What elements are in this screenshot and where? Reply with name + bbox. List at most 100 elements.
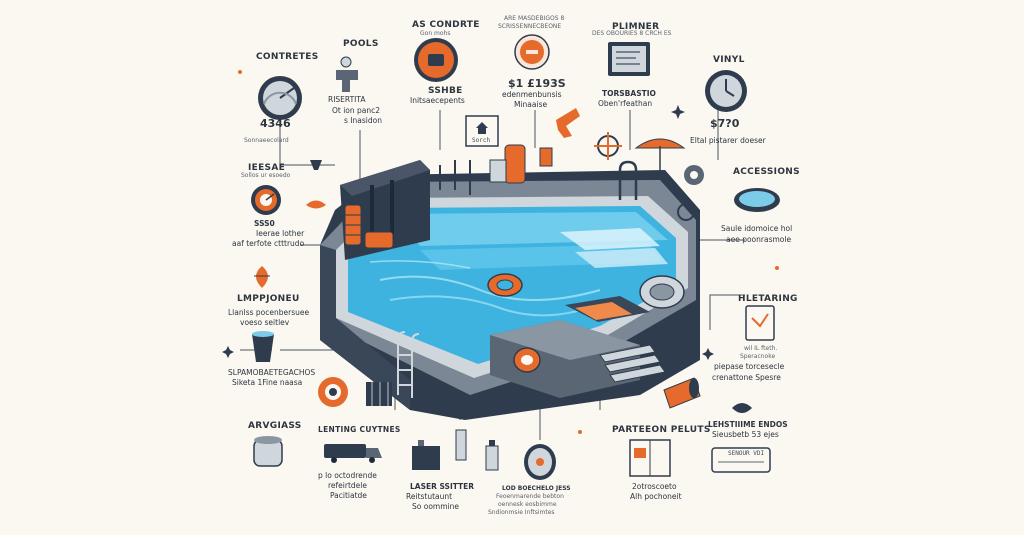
label-iessae-sub: Sollos ur esoedo [241,172,291,179]
label-toresbastio-sub: Oben'rfeathan [598,99,653,108]
gauge-icon [258,76,302,120]
label-pools: POOLS [343,39,379,49]
lamp-icon [310,160,322,170]
label-toresbastio: TORSBASTIO [602,89,656,98]
label-s-contre: AS CONDRTE [412,20,480,30]
label-lehstime-sub: Sieusbetb 53 ejes [712,430,779,439]
label-price-5449: $1 £193S [508,77,566,90]
label-accessions-sub1: Saule idomoice hol [721,224,793,233]
label-price-570-sub: Eltal pistarer doeser [690,136,766,145]
label-laser-sub2: So oommine [412,502,459,511]
dial-icon [514,34,550,70]
gear-icon [594,132,622,160]
label-lenting-sub2: refeirtdele [328,481,367,490]
ladder-icon [397,331,420,398]
label-plimner: PLIMNER [612,22,660,32]
label-vinyl: VINYL [713,55,745,65]
label-slpamo: SLPAMOBAETEGACHOS [228,368,316,377]
label-hletaring-sub4: crenattone Spesre [712,373,781,382]
label-parteeon: PARTEEON PELUTS [612,425,711,435]
drain-plate-icon [734,188,780,212]
gauge-orange-icon [251,185,281,215]
label-price-4346: 4346 [260,117,291,130]
bucket-icon [252,331,274,362]
label-pools-sub2: Ot ion panc2 [332,106,381,115]
notepad-icon [745,305,775,341]
cog-icon [677,165,704,221]
label-lmppjoneu-sub2: voeso seitlev [240,318,290,327]
orange-gear-icon [318,377,348,407]
label-lod-sub1: Feoenmarende bebton [496,493,564,500]
label-argass: ARVGIASS [248,421,302,431]
label-hletaring-sub2: Speracnoke [740,353,776,360]
sparkle-icons [238,70,779,434]
label-parteeon-sub2: Alh pochoneit [630,492,682,501]
label-accessions-sub2: aee poonrasmole [726,235,792,244]
label-iessae-s1: SSS0 [254,219,275,228]
label-plimner-sub: DES OBOURIES 8 CRCH ES [592,30,672,37]
label-iessae: IEESAE [248,163,286,173]
label-lod: LOD BOECHELO JESS [502,485,571,492]
card-text: SENOUR VDI [728,450,765,457]
label-accessions: ACCESSIONS [733,167,800,177]
rail-icon [618,160,638,200]
drain-icon [524,444,556,480]
label-lmppjoneu-sub1: Llanlss pocenbersuee [228,308,310,317]
label-laser-sub1: Reitstutaunt [406,492,453,501]
label-hletaring-sub3: piepase torcesecle [714,362,785,371]
label-price-570: $7?0 [710,117,740,130]
label-laser: LASER SSITTER [410,482,475,491]
flower-icon [254,266,270,288]
wrench-icon [556,108,580,138]
ring-icon [513,347,541,373]
screen-icon [608,42,650,76]
bottle-icon [485,440,499,471]
shell-icon [306,200,326,209]
label-lmppjoneu: LMPPJONEU [237,294,300,304]
label-price-5449-sub2: Minaaise [514,100,548,109]
pump-icon [489,144,553,184]
label-sshbe: SSHBE [428,86,463,96]
label-lenting-sub3: Pacitiatde [330,491,367,500]
drum-icon [344,204,362,246]
label-hletaring-sub1: wil IL fteth. [744,345,778,352]
battery-icon [412,429,467,470]
sign-icon [465,115,499,147]
label-hletaring: HLETARING [738,294,798,304]
label-lenting: LENTING CUYTNES [318,425,401,434]
label-iessae-s3: aaf terfote ctttrudo [232,239,305,248]
leaf-icon [732,403,752,413]
label-are-header: ARE MASDEBIGOS 8 [504,15,565,22]
label-lehstime: LEHSTIIIME ENDOS [708,420,788,429]
filter-icon [366,382,392,406]
star-icons [222,105,714,360]
label-sshbe-sub: Initsaecepents [410,96,465,105]
book-icon [629,439,671,477]
label-s-contre-sub: Gon mohs [420,30,451,37]
label-lod-sub2: oennesk eosbimme [498,501,557,508]
label-price-5449-sub1: edenmenbunsis [502,90,562,99]
umbrella-icon [634,138,686,176]
label-contretes-sub: Sonnaeecolard [244,137,289,144]
pot-icon [253,436,283,467]
label-slpamo-sub: Siketa 1Fine naasa [232,378,303,387]
orange-disc-icon [414,38,458,82]
pool-structure [320,144,700,420]
roller-icon [663,377,701,409]
label-pools-sub3: s Inasidon [344,116,382,125]
label-contretes: CONTRETES [256,52,319,62]
heater-icon [639,275,685,309]
label-pools-sub1: RISERTITA [328,95,366,104]
label-lod-sub3: Sndionmsie Inftsimtes [488,509,555,516]
faucet-icon [336,56,358,92]
label-lenting-sub1: p lo octodrende [318,471,377,480]
card-icon [711,447,771,473]
clock-icon [705,70,747,112]
float-icon [487,273,523,297]
label-iessae-s2: Ieerae lother [256,229,305,238]
label-are-header-sub: SCRISSENNECBEONE [498,23,562,30]
truck-icon [324,444,382,463]
label-parteeon-sub1: 2otroscoeto [632,482,677,491]
